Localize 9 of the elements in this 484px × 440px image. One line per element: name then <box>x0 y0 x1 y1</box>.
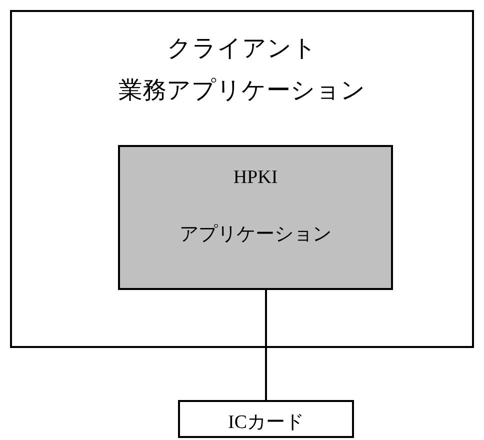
box-label: 業務アプリケーション <box>118 76 366 106</box>
application-box <box>118 145 393 290</box>
box-heading: クライアント <box>167 35 317 64</box>
box-label: ICカード <box>228 411 304 435</box>
box-label: アプリケーション <box>180 223 332 247</box>
device-box <box>178 400 354 438</box>
connector-line <box>265 290 267 400</box>
box-heading: HPKI <box>233 167 278 189</box>
container-box <box>10 10 474 348</box>
